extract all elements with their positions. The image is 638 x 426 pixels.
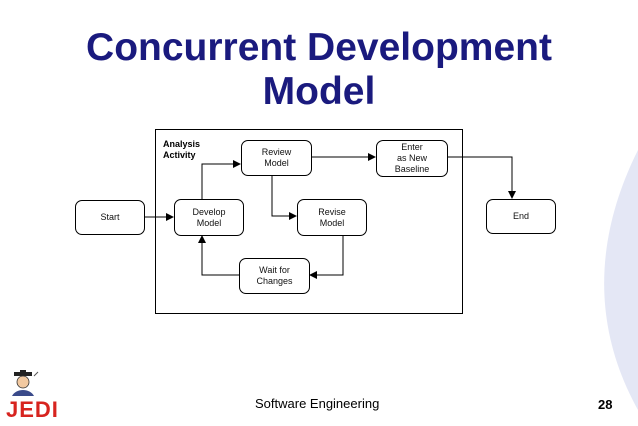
enter-baseline-node: Enter as New Baseline [376,140,448,177]
arrow-baseline-end [448,156,516,199]
title-line-2: Model [262,70,376,113]
develop-model-node: Develop Model [174,199,244,236]
arrow-review-revise [271,176,297,220]
end-node: End [486,199,556,234]
analysis-activity-frame [155,129,463,314]
revise-model-node: Revise Model [297,199,367,236]
arrow-revise-wait [309,235,344,279]
review-model-node: Review Model [241,140,312,176]
analysis-activity-label: Analysis Activity [163,139,201,160]
course-name: Software Engineering [255,396,380,411]
jedi-mascot-icon [12,370,39,396]
start-node: Start [75,200,145,235]
page-title: Concurrent Development Model [0,26,638,114]
arrow-wait-develop [198,235,240,276]
jedi-logo: JEDI [6,397,59,422]
decorative-swoosh [604,150,638,410]
wait-for-changes-node: Wait for Changes [239,258,310,294]
title-line-1: Concurrent Development [86,26,552,69]
arrow-develop-review [201,160,241,199]
page-number: 28 [598,397,613,412]
